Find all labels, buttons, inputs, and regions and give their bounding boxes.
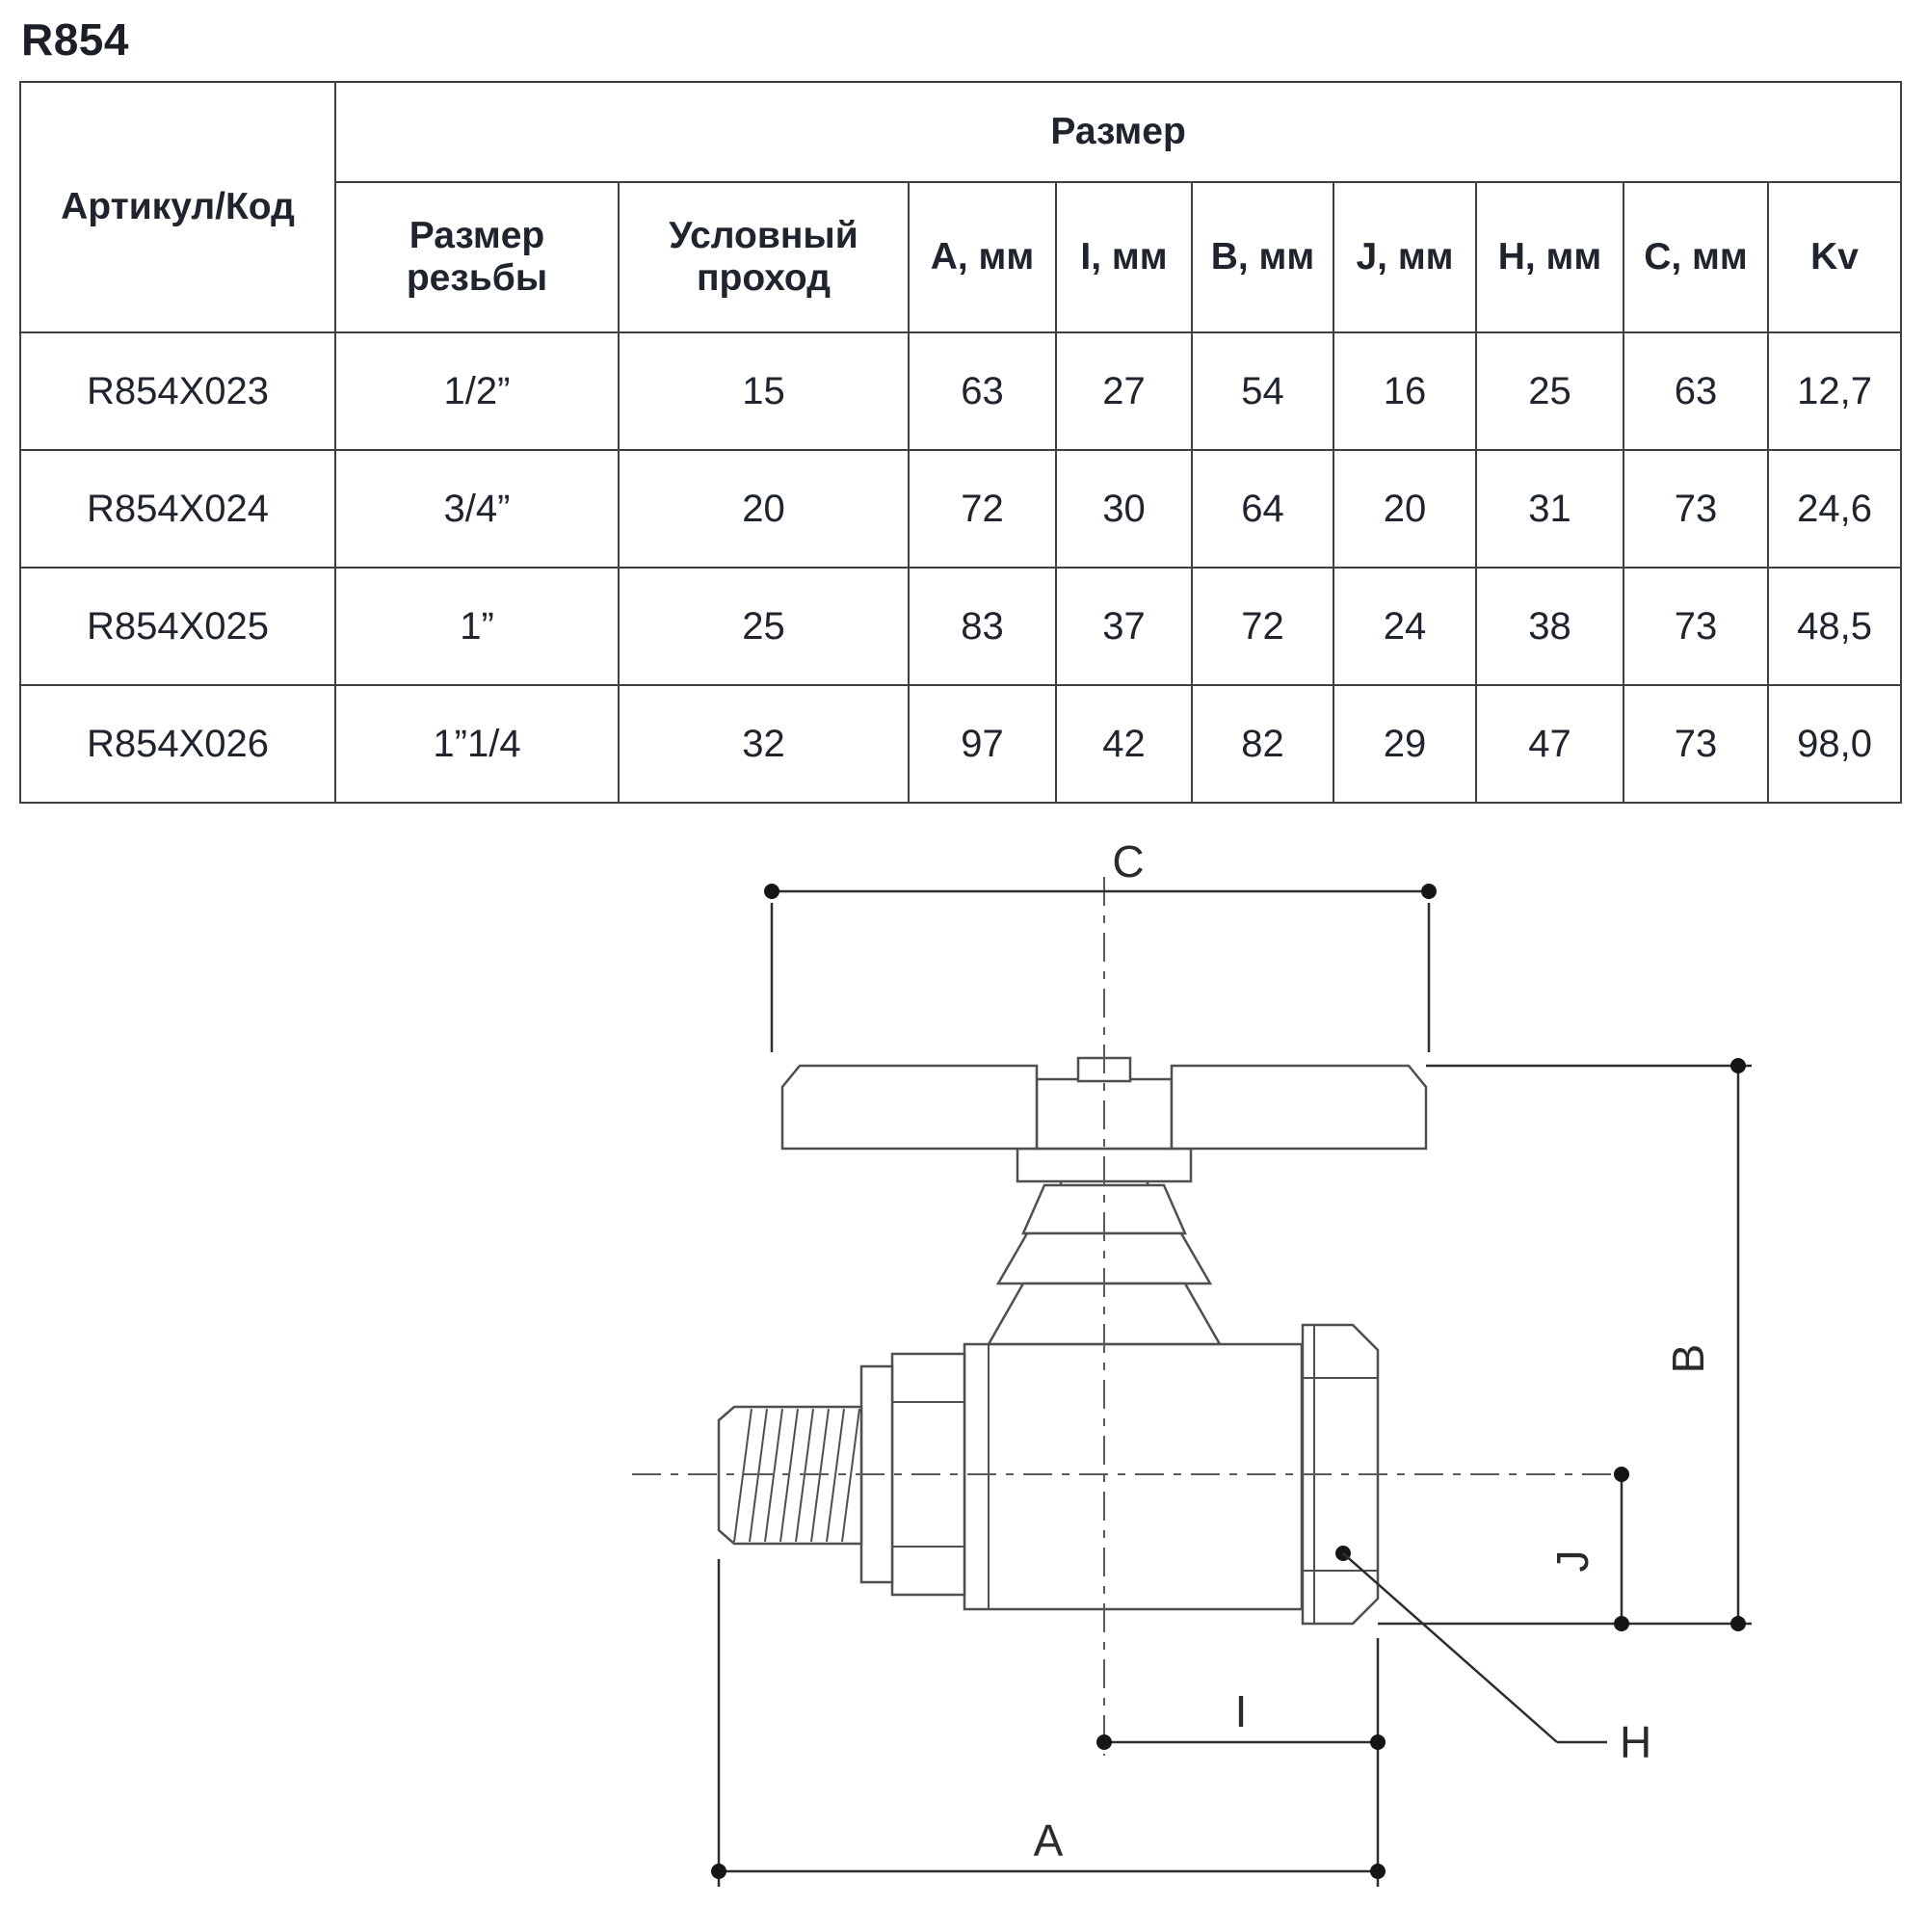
cell-article: R854X023 <box>19 331 336 451</box>
cell-c: 73 <box>1623 567 1769 686</box>
cell-j: 20 <box>1333 449 1477 569</box>
cell-thread: 3/4” <box>334 449 620 569</box>
dim-a: A <box>711 1559 1386 1887</box>
table-row: R854X026 1”1/4 32 97 42 82 29 47 73 98,0 <box>19 684 1903 804</box>
cell-h: 38 <box>1475 567 1624 686</box>
cell-b: 82 <box>1191 684 1334 804</box>
cell-j: 24 <box>1333 567 1477 686</box>
cell-article: R854X025 <box>19 567 336 686</box>
cell-i: 30 <box>1055 449 1193 569</box>
cell-h: 31 <box>1475 449 1624 569</box>
cell-kv: 48,5 <box>1766 567 1903 686</box>
dim-h: H <box>1335 1546 1651 1767</box>
col-header-j: J, мм <box>1333 181 1477 333</box>
handle-right-wing <box>1170 1064 1428 1151</box>
dim-label-c: C <box>1112 838 1144 887</box>
col-header-a: A, мм <box>908 181 1057 333</box>
col-header-b: B, мм <box>1191 181 1334 333</box>
col-header-h: H, мм <box>1475 181 1624 333</box>
body-main <box>963 1342 1304 1611</box>
cell-j: 29 <box>1333 684 1477 804</box>
col-header-kv: Kv <box>1766 181 1903 333</box>
cell-i: 27 <box>1055 331 1193 451</box>
cell-j: 16 <box>1333 331 1477 451</box>
cell-kv: 24,6 <box>1766 449 1903 569</box>
dim-label-j: J <box>1547 1550 1597 1573</box>
valve-body <box>859 1282 1304 1611</box>
col-header-thread-size: Размер резьбы <box>334 181 620 333</box>
cell-kv: 12,7 <box>1766 331 1903 451</box>
dim-label-h: H <box>1620 1717 1651 1767</box>
cell-bore: 15 <box>618 331 910 451</box>
dim-c: C <box>764 836 1437 1052</box>
col-group-header-size: Размер <box>333 81 1903 183</box>
cell-a: 63 <box>908 331 1057 451</box>
cell-bore: 20 <box>618 449 910 569</box>
cell-i: 37 <box>1055 567 1193 686</box>
col-header-nominal-bore: Условный проход <box>618 181 910 333</box>
cell-kv: 98,0 <box>1766 684 1903 804</box>
col-header-article: Артикул/Код <box>19 81 336 333</box>
dim-label-a: A <box>1034 1815 1064 1866</box>
cell-c: 63 <box>1623 331 1769 451</box>
dim-label-b: B <box>1663 1344 1713 1374</box>
cell-a: 72 <box>908 449 1057 569</box>
valve-drawing-svg: C B J H <box>632 836 1752 1887</box>
cell-h: 47 <box>1475 684 1624 804</box>
table-row: R854X024 3/4” 20 72 30 64 20 31 73 24,6 <box>19 449 1903 569</box>
dimensions-table: Артикул/Код Размер Размер резьбы Условны… <box>19 81 1903 804</box>
cell-b: 72 <box>1191 567 1334 686</box>
table-row: R854X023 1/2” 15 63 27 54 16 25 63 12,7 <box>19 331 1903 451</box>
handle-neck <box>1021 1183 1187 1235</box>
dim-i: I <box>1096 1638 1386 1887</box>
handle-left-wing <box>780 1064 1039 1151</box>
dim-label-i: I <box>1235 1686 1248 1736</box>
cell-bore: 25 <box>618 567 910 686</box>
cell-i: 42 <box>1055 684 1193 804</box>
cell-thread: 1” <box>334 567 620 686</box>
cell-thread: 1/2” <box>334 331 620 451</box>
cell-thread: 1”1/4 <box>334 684 620 804</box>
cell-article: R854X026 <box>19 684 336 804</box>
valve-diagram: C B J H <box>584 836 1808 1932</box>
cell-h: 25 <box>1475 331 1624 451</box>
cell-a: 97 <box>908 684 1057 804</box>
col-header-c: C, мм <box>1623 181 1769 333</box>
dim-j: J <box>1547 1467 1629 1631</box>
page-title: R854 <box>21 14 129 65</box>
cell-c: 73 <box>1623 449 1769 569</box>
cell-article: R854X024 <box>19 449 336 569</box>
cell-c: 73 <box>1623 684 1769 804</box>
nut-outline <box>1301 1323 1380 1626</box>
cell-bore: 32 <box>618 684 910 804</box>
table-row: R854X025 1” 25 83 37 72 24 38 73 48,5 <box>19 567 1903 686</box>
cell-b: 54 <box>1191 331 1334 451</box>
cell-b: 64 <box>1191 449 1334 569</box>
cell-a: 83 <box>908 567 1057 686</box>
dim-b: B <box>1378 1058 1752 1631</box>
col-header-i: I, мм <box>1055 181 1193 333</box>
